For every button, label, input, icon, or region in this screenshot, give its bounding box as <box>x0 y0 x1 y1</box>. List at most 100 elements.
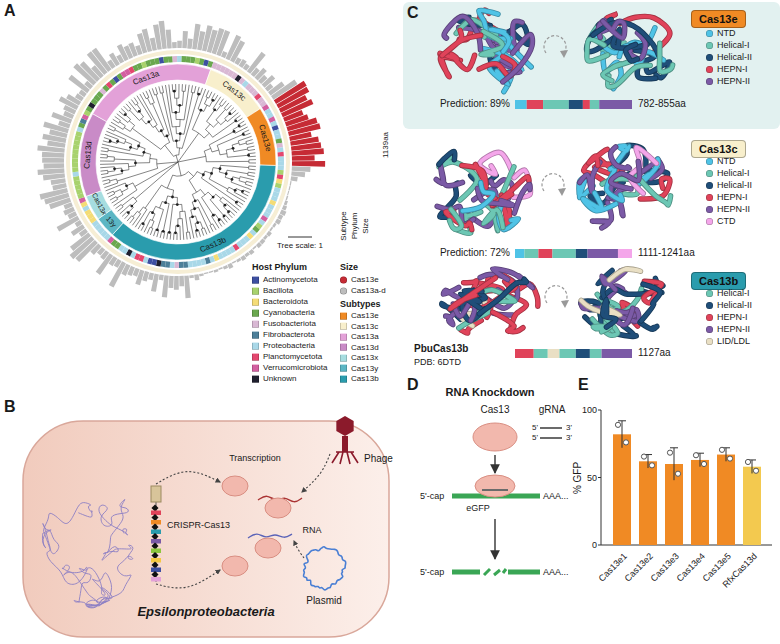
protein-ribbon <box>603 299 616 327</box>
tree-branch <box>227 189 245 202</box>
tree-branch <box>180 219 184 240</box>
node-dot <box>175 139 178 142</box>
process-label: Transcription <box>229 453 281 463</box>
size-bar <box>292 166 311 172</box>
tree-branch <box>100 164 129 167</box>
dotted-arrow <box>302 454 330 492</box>
tree-branch <box>246 140 253 144</box>
protein-ribbon-edge <box>603 299 616 327</box>
node-dot <box>127 211 130 214</box>
tree-branch <box>114 186 137 205</box>
chart-axis <box>601 410 772 545</box>
axis-title: % GFP <box>572 462 584 494</box>
tree-branch <box>204 97 207 105</box>
tree-branch <box>100 154 107 156</box>
spacer <box>151 549 161 554</box>
legend-swatch <box>706 158 713 165</box>
legend-swatch <box>706 78 713 85</box>
phylum-ring <box>170 262 175 268</box>
axis-tick-mark <box>598 545 601 546</box>
domain-segment <box>583 100 590 109</box>
node-text: Phage <box>364 453 393 465</box>
protein-ribbon <box>637 176 671 205</box>
phylum-ring <box>159 57 164 64</box>
size-bar <box>292 161 325 167</box>
size-bar <box>42 158 64 163</box>
legend-text: Cas13d <box>351 343 379 352</box>
node-dot <box>121 169 124 172</box>
legend-swatch <box>340 276 347 283</box>
prediction-score: Prediction: 72% <box>440 247 510 259</box>
protein-ribbon <box>450 209 462 229</box>
tag-text: Cas13b <box>699 275 738 287</box>
phylum-ring <box>163 56 168 62</box>
domain-segment <box>515 349 534 358</box>
protein-structure <box>442 269 538 333</box>
tree-branch <box>126 104 131 110</box>
tree-branch <box>219 150 227 155</box>
replicate-dot <box>727 456 732 461</box>
domain-segment <box>602 349 632 358</box>
protein-ribbon <box>626 44 638 61</box>
protein-ribbon <box>609 269 640 280</box>
legend-swatch <box>252 331 259 338</box>
repeat <box>151 552 158 559</box>
legend-swatch <box>252 375 259 382</box>
length-range: 1111-1241aa <box>638 247 695 259</box>
tree-branch <box>102 179 109 181</box>
panel-letter: B <box>4 398 16 416</box>
protein-ribbon <box>514 184 530 213</box>
protein-ribbon-edge <box>659 43 672 72</box>
tree-branch <box>213 97 221 110</box>
strand-end: 3' <box>566 433 572 442</box>
replicate-dot <box>667 450 672 455</box>
tree-branch <box>195 200 211 225</box>
axis-tick: 50 <box>587 472 597 482</box>
legend-text: Helical-II <box>717 53 752 63</box>
node-text: Plasmid <box>306 595 342 607</box>
tree-branch <box>107 191 114 194</box>
node-dot <box>238 125 241 128</box>
tree-branch <box>109 125 115 130</box>
tree-branch <box>101 172 108 175</box>
length-range: 1127aa <box>638 347 671 359</box>
node-dot <box>234 189 237 192</box>
tree-branch <box>117 164 158 181</box>
node-dot <box>247 154 250 157</box>
domain-segment <box>527 100 543 109</box>
tree-branch <box>127 216 133 221</box>
bar <box>743 467 761 545</box>
legend-swatch <box>340 354 347 361</box>
protein-ribbon <box>611 147 630 168</box>
node-dot <box>212 214 215 217</box>
legend-item: Unknown <box>252 375 296 384</box>
tree-branch <box>220 165 249 168</box>
tree-branch <box>106 183 127 191</box>
tree-branch <box>248 174 255 177</box>
tree-branch <box>153 206 160 212</box>
size-bar <box>42 152 64 158</box>
size-bar <box>194 274 199 280</box>
legend-text: Cyanobacteria <box>263 309 315 318</box>
node-dot <box>235 201 238 204</box>
legend-item: Cas13e <box>340 276 379 285</box>
highlight-ground <box>403 2 780 129</box>
legend-text: Fibrobacterota <box>263 331 315 340</box>
protein-ribbon <box>439 151 455 164</box>
tree-branch <box>167 175 181 188</box>
legend-swatch <box>340 333 347 340</box>
tree-branch <box>197 189 205 194</box>
tree-branch <box>178 133 199 162</box>
tree-branch <box>249 168 256 170</box>
tree-branch <box>221 101 227 107</box>
tree-branch <box>152 88 156 95</box>
legend-item: Cas13a <box>340 333 379 342</box>
cas13-protein <box>473 423 517 451</box>
phylum-ring <box>179 262 184 268</box>
node-dot <box>223 215 226 218</box>
domain-segment <box>534 349 548 358</box>
node-text: 5'-cap <box>420 567 444 577</box>
node-dot <box>200 109 203 112</box>
tree-branch <box>120 122 126 128</box>
node-dot <box>196 229 199 232</box>
